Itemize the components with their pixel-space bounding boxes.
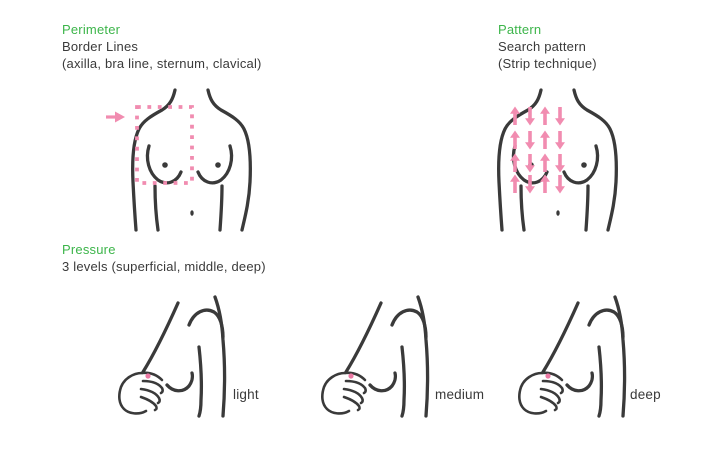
strip-arrow-up-icon: [540, 174, 550, 193]
pressure-level-label-medium: medium: [435, 387, 485, 402]
strip-arrow-up-icon: [510, 174, 520, 193]
strip-arrow-up-icon: [540, 153, 550, 172]
strip-arrow-down-icon: [555, 131, 565, 150]
pressure-medium-illustration: [320, 295, 430, 418]
strip-arrow-up-icon: [540, 130, 550, 149]
strip-arrow-up-icon: [540, 106, 550, 125]
pressure-level-label-deep: deep: [630, 387, 661, 402]
pressure-section-header: Pressure 3 levels (superficial, middle, …: [62, 241, 266, 275]
pattern-title: Pattern: [498, 22, 542, 37]
strip-arrow-down-icon: [555, 154, 565, 173]
front-torso-outline: [131, 88, 252, 232]
right-arrow-icon: [106, 111, 125, 123]
pattern-detail: (Strip technique): [498, 56, 597, 71]
strip-arrow-up-icon: [510, 153, 520, 172]
perimeter-subtitle: Border Lines: [62, 39, 139, 54]
perimeter-title: Perimeter: [62, 22, 121, 37]
side-torso-hand-outline: [320, 295, 430, 418]
pressure-title: Pressure: [62, 242, 116, 257]
perimeter-detail: (axilla, bra line, sternum, clavical): [62, 56, 262, 71]
pressure-light-illustration: [117, 295, 227, 418]
pattern-section-header: Pattern Search pattern (Strip technique): [498, 21, 597, 72]
pattern-subtitle: Search pattern: [498, 39, 587, 54]
strip-arrow-up-icon: [510, 130, 520, 149]
pattern-torso-illustration: [497, 88, 618, 232]
perimeter-section-header: Perimeter Border Lines (axilla, bra line…: [62, 21, 262, 72]
pressure-subtitle: 3 levels (superficial, middle, deep): [62, 259, 266, 274]
strip-arrow-down-icon: [525, 131, 535, 150]
perimeter-dashed-box: [135, 105, 194, 185]
side-torso-hand-outline: [117, 295, 227, 418]
side-torso-hand-outline: [517, 295, 627, 418]
perimeter-torso-illustration: [106, 88, 252, 232]
strip-arrow-down-icon: [555, 175, 565, 194]
pressure-deep-illustration: [517, 295, 627, 418]
pressure-level-label-light: light: [233, 387, 259, 402]
strip-arrow-down-icon: [555, 107, 565, 126]
strip-arrow-down-icon: [525, 154, 535, 173]
